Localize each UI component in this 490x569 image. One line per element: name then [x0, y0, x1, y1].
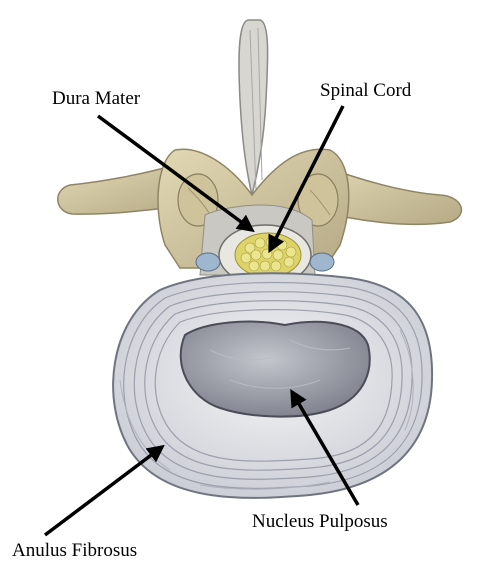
nucleus-pulposus-label: Nucleus Pulposus — [252, 512, 388, 531]
nucleus-pulposus — [181, 322, 370, 417]
anulus-fibrosus-label: Anulus Fibrosus — [12, 541, 137, 560]
spinal-cord-label: Spinal Cord — [320, 81, 411, 100]
anulus-fibrosus-arrow — [45, 447, 162, 535]
right-nerve-root — [310, 253, 334, 271]
spinal-cord — [235, 233, 301, 277]
left-nerve-root — [196, 253, 220, 271]
dura-mater-label: Dura Mater — [52, 89, 140, 108]
